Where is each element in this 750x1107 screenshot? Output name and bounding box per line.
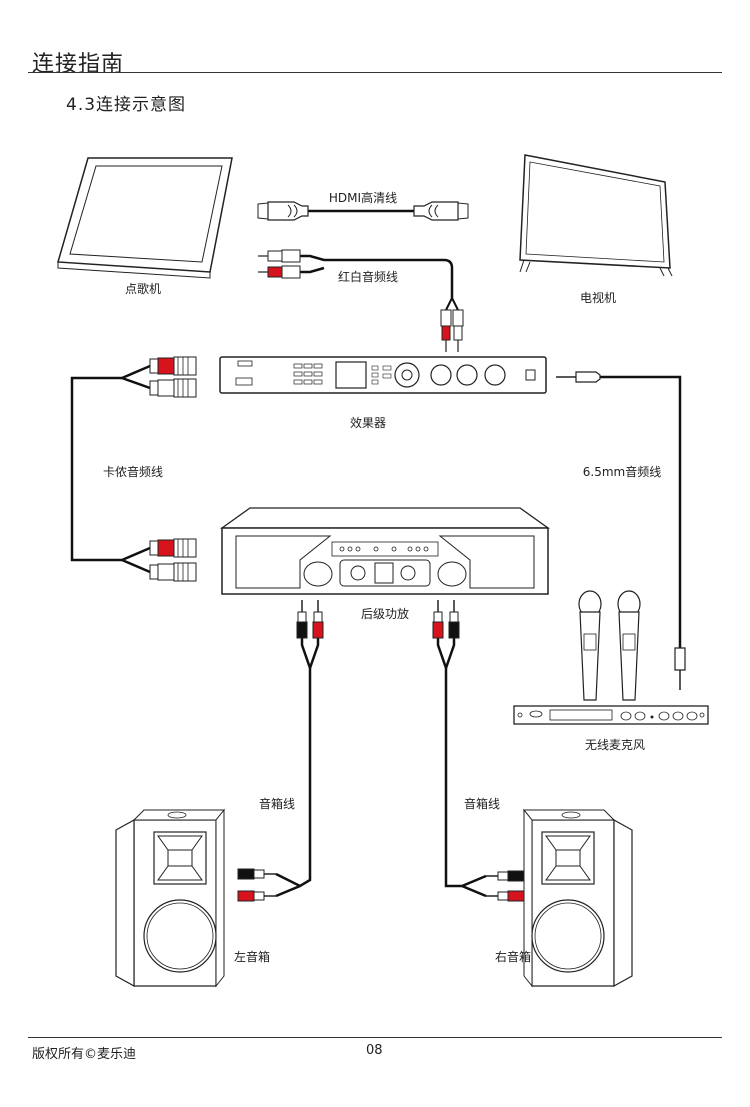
footer-divider (28, 1037, 722, 1038)
footer-copyright: 版权所有©麦乐迪 (32, 1047, 137, 1062)
jack-cable (556, 371, 686, 690)
tablet-device (57, 157, 233, 279)
speaker-cable-right (432, 599, 525, 902)
wireless-mic-device (513, 590, 709, 725)
title-divider (28, 72, 722, 73)
left-speaker-label: 左音箱 (234, 949, 270, 964)
page-number: 08 (366, 1043, 383, 1058)
tablet-label: 点歌机 (125, 281, 161, 296)
tv-label: 电视机 (580, 290, 616, 305)
hdmi-cable-label: HDMI高清线 (329, 190, 397, 205)
speaker-cable-left (237, 599, 324, 902)
xlr-cable (70, 356, 197, 582)
right-speaker-device (523, 809, 633, 987)
effector-device (219, 356, 547, 394)
rca-cable-label: 红白音频线 (338, 269, 398, 284)
diagram-subtitle: 4.3连接示意图 (66, 95, 187, 115)
xlr-cable-label: 卡侬音频线 (103, 464, 163, 479)
speaker-cable-right-label: 音箱线 (464, 796, 500, 811)
hdmi-cable (257, 201, 469, 221)
amplifier-device (219, 507, 551, 595)
left-speaker-device (115, 809, 225, 987)
wireless-mic-label: 无线麦克风 (585, 738, 645, 752)
speaker-cable-left-label: 音箱线 (259, 796, 295, 811)
effector-label: 效果器 (350, 415, 386, 430)
tv-device (519, 154, 673, 277)
amplifier-label: 后级功放 (361, 606, 409, 621)
jack-cable-label: 6.5mm音频线 (583, 464, 661, 479)
rca-cable (258, 249, 464, 352)
right-speaker-label: 右音箱 (495, 949, 531, 964)
